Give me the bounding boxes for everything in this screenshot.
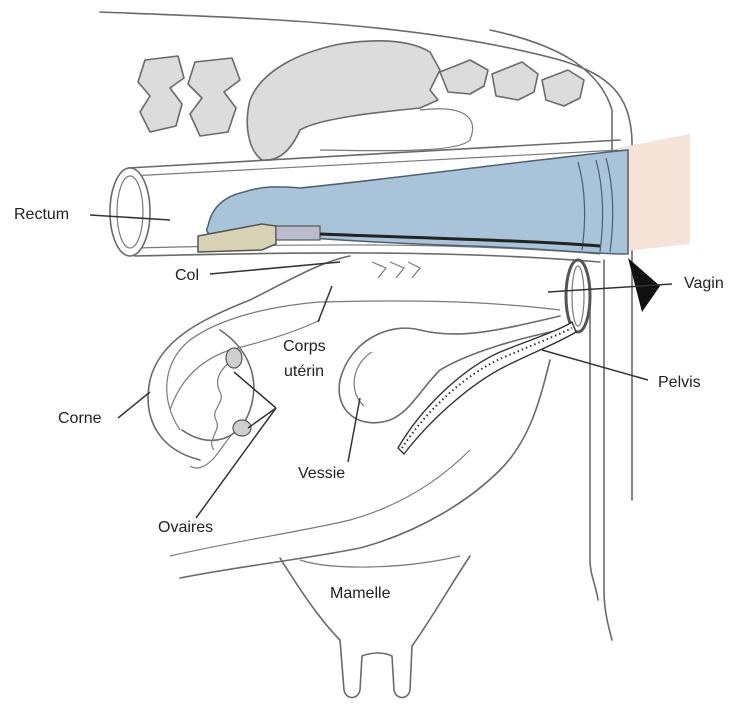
label-col: Col: [175, 266, 199, 286]
operator-skin: [618, 134, 690, 252]
label-mamelle: Mamelle: [330, 584, 390, 604]
vertebrae: [138, 41, 584, 160]
ovary: [226, 348, 242, 368]
vertebra: [440, 60, 488, 94]
leader-corps-uterin: [318, 286, 332, 322]
leader-ovaires-3: [248, 408, 276, 428]
leader-corne: [118, 392, 150, 418]
tail-outline: [604, 260, 612, 640]
label-vagin: Vagin: [684, 274, 724, 294]
udder-inner: [300, 556, 460, 567]
hind-outline: [590, 290, 598, 600]
rectum-wall-bottom: [135, 253, 600, 262]
leader-col: [210, 262, 340, 274]
label-corps-uterin-1: Corps: [283, 337, 326, 357]
bladder: [339, 316, 560, 423]
vagina-ring-inner: [572, 266, 584, 326]
vertebra: [188, 58, 240, 136]
bladder-inner: [354, 352, 372, 406]
rectum-opening: [110, 168, 150, 256]
udder: [280, 556, 470, 698]
sacrum: [247, 41, 440, 160]
leader-vessie: [348, 398, 360, 462]
probe-shaft: [276, 226, 320, 240]
vertebra: [492, 62, 538, 100]
vagina-ring: [566, 260, 590, 332]
label-vessie: Vessie: [298, 464, 345, 484]
label-ovaires: Ovaires: [158, 518, 213, 538]
label-pelvis: Pelvis: [658, 373, 701, 393]
label-rectum: Rectum: [14, 205, 69, 225]
vertebra: [138, 56, 184, 132]
cervix-folds: [372, 262, 420, 278]
label-corne: Corne: [58, 409, 102, 429]
leader-ovaires-2: [234, 372, 276, 408]
ventral-outline: [180, 360, 550, 578]
label-corps-uterin-2: utérin: [284, 362, 324, 382]
vertebra: [542, 70, 584, 106]
